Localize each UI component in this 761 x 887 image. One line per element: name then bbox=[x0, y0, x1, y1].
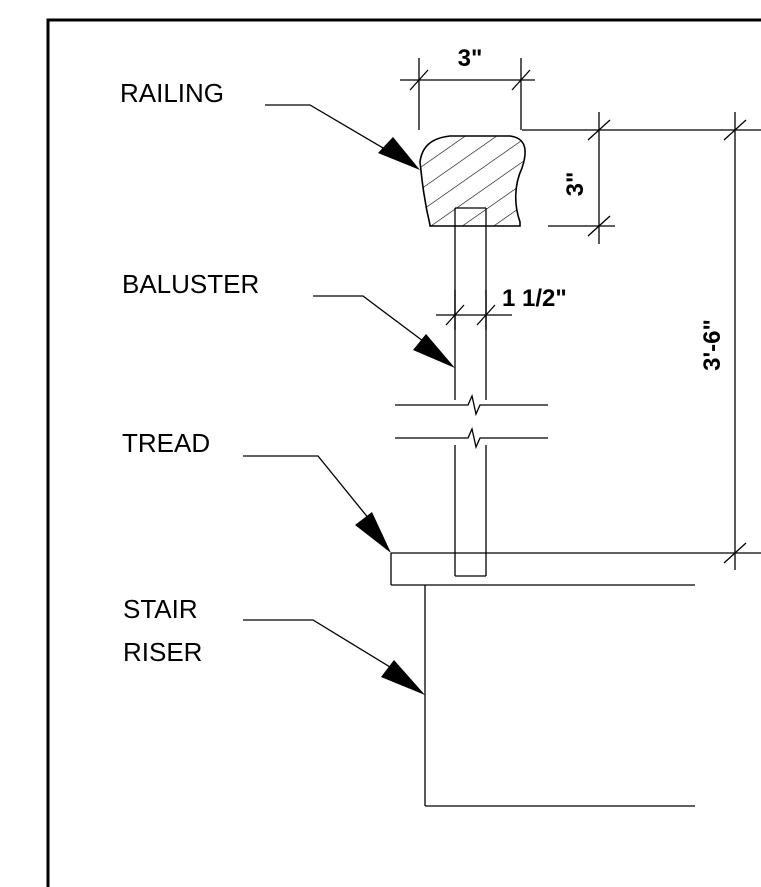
stair-riser bbox=[424, 585, 695, 807]
railing-profile bbox=[419, 135, 526, 227]
baluster-label: BALUSTER bbox=[122, 269, 259, 299]
overall-height-dimension: 3'-6" bbox=[620, 112, 761, 570]
stair-riser-leader: STAIR RISER bbox=[123, 594, 425, 695]
railing-leader: RAILING bbox=[120, 78, 420, 170]
baluster bbox=[454, 207, 487, 577]
tread-label: TREAD bbox=[122, 428, 210, 458]
baluster-width-dimension: 1 1/2" bbox=[436, 285, 567, 330]
break-lines bbox=[395, 393, 548, 450]
overall-height-label: 3'-6" bbox=[699, 319, 726, 371]
tread-leader: TREAD bbox=[122, 428, 391, 553]
sheet-border bbox=[46, 18, 761, 887]
railing-width-label: 3" bbox=[458, 45, 483, 72]
baluster-leader: BALUSTER bbox=[122, 269, 455, 368]
tread bbox=[390, 552, 695, 586]
railing-width-dimension: 3" bbox=[400, 45, 535, 130]
baluster-width-label: 1 1/2" bbox=[502, 285, 567, 312]
stair-label: STAIR bbox=[123, 594, 198, 624]
railing-height-label: 3" bbox=[562, 172, 589, 197]
railing-label: RAILING bbox=[120, 78, 224, 108]
riser-label: RISER bbox=[123, 637, 202, 667]
railing-height-dimension: 3" bbox=[522, 112, 620, 244]
